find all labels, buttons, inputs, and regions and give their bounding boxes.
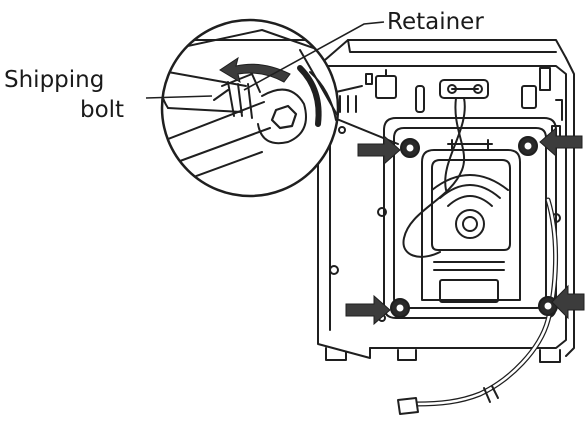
- shipping-bolt-top-right: [519, 137, 537, 155]
- shipping-bolt-top-left: [401, 139, 419, 157]
- shipping-bolt-bottom-left: [391, 299, 409, 317]
- shipping-bolt-label-line2: bolt: [80, 97, 124, 123]
- shipping-bolts: [391, 137, 557, 317]
- shipping-bolt-label-line1: Shipping: [4, 67, 104, 93]
- retainer-label: Retainer: [387, 9, 484, 35]
